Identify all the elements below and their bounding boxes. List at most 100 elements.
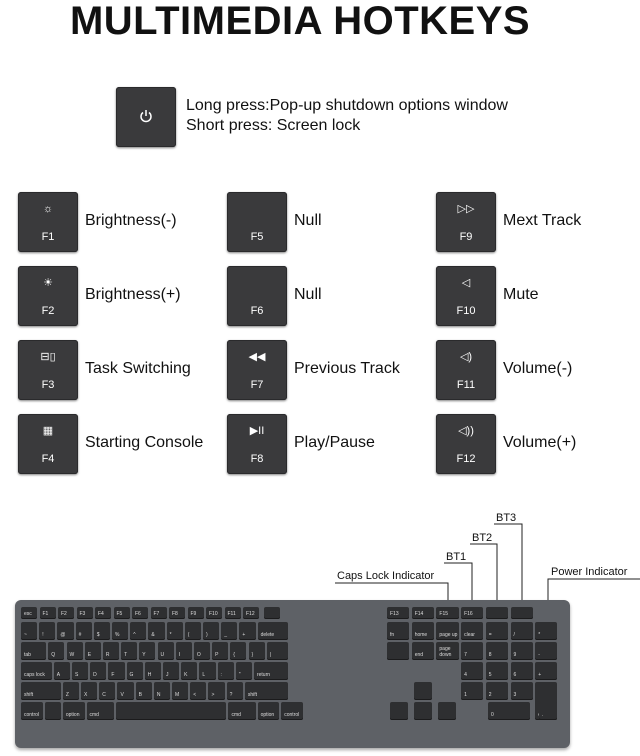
key-label: - [538, 652, 540, 658]
keyboard-key: 6 [510, 662, 533, 680]
key-label: cmd [89, 712, 99, 718]
key-label: | [269, 652, 271, 658]
key-label: Q [51, 652, 56, 658]
key-label: tab [24, 652, 31, 658]
keyboard-key: delete [257, 622, 289, 640]
hotkey-f2: ☀F2 [18, 266, 78, 326]
key-label: caps lock [24, 672, 45, 678]
key-label: F6 [135, 611, 141, 617]
key-label: 6 [513, 672, 517, 678]
key-label: & [151, 632, 155, 638]
power-key-small [263, 607, 280, 619]
brightness-up-icon: ☀ [43, 277, 53, 289]
key-label: shift [247, 692, 258, 698]
key-label: ? [229, 692, 233, 698]
keyboard-key: ^ [130, 622, 147, 640]
keyboard-key: @ [57, 622, 74, 640]
key-label: 2 [488, 692, 492, 698]
key-label: F13 [390, 611, 399, 617]
key-label: < [193, 692, 197, 698]
arrow-right-key [438, 702, 457, 720]
keyboard-key: 9 [510, 642, 533, 660]
keyboard-key: 1 [461, 682, 484, 700]
hotkey-description: Starting Console [85, 434, 204, 451]
hotkey-label: F11 [456, 379, 476, 391]
key-label: F16 [464, 611, 473, 617]
keyboard-key: K [181, 662, 198, 680]
keyboard-key [485, 607, 508, 619]
keyboard-key [510, 607, 533, 619]
key-label: F9 [190, 611, 197, 617]
keyboard-key: F7 [150, 607, 167, 619]
key-label: end [414, 652, 424, 658]
keyboard-key: 7 [461, 642, 484, 660]
key-label: fn [390, 632, 395, 638]
keyboard-key: control [21, 702, 43, 720]
key-label: F2 [61, 611, 67, 617]
key-label: D [93, 672, 97, 678]
hotkey-label: F5 [250, 231, 264, 243]
key-label: 3 [513, 692, 517, 698]
key-label: F5 [116, 611, 123, 617]
hotkey-description: Play/Pause [294, 434, 375, 451]
arrow-up-key [414, 682, 433, 700]
keyboard-key: F8 [169, 607, 186, 619]
keyboard-key [115, 702, 227, 720]
key-label: 7 [464, 652, 467, 658]
key-label: @ [60, 632, 66, 638]
key-label: V [120, 692, 124, 698]
keyboard-key: & [148, 622, 165, 640]
hotkey-label: F9 [459, 231, 473, 243]
key-label: G [129, 672, 134, 678]
power-indicator-label: Power Indicator [551, 566, 628, 578]
key-label: P [215, 652, 219, 658]
keyboard-key [387, 642, 410, 660]
keyboard-key: > [208, 682, 225, 700]
keyboard-key: end [411, 642, 434, 660]
hotkey-f3: ⊟▯F3 [18, 340, 78, 400]
key-label: / [513, 632, 515, 638]
key-label: } [251, 652, 254, 658]
keyboard-key: shift [21, 682, 61, 700]
key-label: B [138, 692, 142, 698]
power-long-press-text: Long press:Pop-up shutdown options windo… [186, 97, 508, 114]
keyboard-key: + [535, 662, 558, 680]
key-label: _ [224, 632, 227, 638]
keyboard-key: C [99, 682, 116, 700]
key-label: return [256, 672, 271, 678]
keyboard-key: F3 [76, 607, 93, 619]
key-label: J [165, 672, 169, 678]
numpad-zero-key: 0 [488, 702, 531, 720]
keyboard-key: F14 [411, 607, 434, 619]
key-label: . [542, 712, 544, 718]
keyboard-key: V [117, 682, 134, 700]
keyboard-key: ( [184, 622, 201, 640]
keyboard-key: % [112, 622, 129, 640]
keyboard-key: ) [203, 622, 220, 640]
keyboard-key: < [190, 682, 207, 700]
keyboard-key: D [90, 662, 107, 680]
key-label: : [220, 672, 222, 678]
keyboard-key: ? [226, 682, 243, 700]
key-label: F12 [246, 611, 255, 617]
keyboard-key: F1 [39, 607, 56, 619]
key-label: ( [187, 632, 190, 638]
hotkey-label: F3 [41, 379, 55, 391]
bt3-indicator-label: BT3 [496, 512, 517, 524]
key-label: # [78, 632, 82, 638]
keyboard-key: H [144, 662, 161, 680]
keyboard-key: ~ [21, 622, 38, 640]
previous-track-icon: ◀◀ [248, 351, 266, 363]
key-label: page up [439, 632, 458, 638]
keyboard-key: + [239, 622, 256, 640]
key-label: option [260, 712, 275, 718]
hotkey-f5: F5 [227, 192, 287, 252]
keyboard-key: * [166, 622, 183, 640]
keyboard-key: R [102, 642, 120, 660]
key-label: 9 [513, 652, 517, 658]
keyboard-key: = [485, 622, 508, 640]
keyboard-key: F4 [95, 607, 112, 619]
power-description: Long press:Pop-up shutdown options windo… [186, 96, 508, 136]
